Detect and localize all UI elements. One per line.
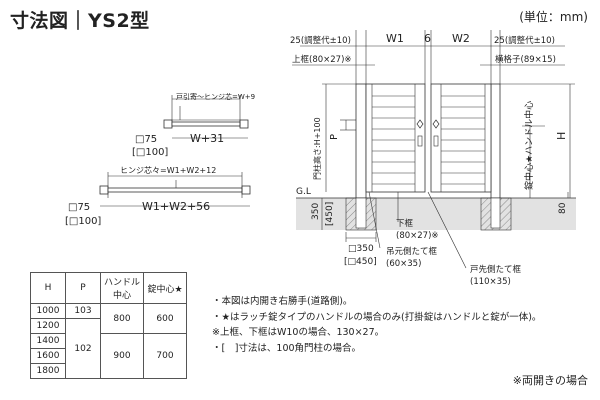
post-size-2-alt: [□100] <box>65 216 101 227</box>
w2-label: W2 <box>452 32 470 45</box>
footing-alt-label: [□450] <box>344 257 377 267</box>
note-line: ・本図は内開き右勝手(道路側)。 <box>212 296 353 307</box>
note-line: ・★はラッチ錠タイプのハンドルの場合のみ(打掛錠はハンドルと錠が一体)。 <box>212 311 542 323</box>
left-gate-leaf <box>365 83 426 193</box>
header-handle: ハンドル中心 <box>100 272 144 304</box>
post-section-1 <box>163 119 173 129</box>
gate-leaf-2 <box>107 187 243 193</box>
hinge-frame-label: 吊元側たて框 <box>386 246 438 257</box>
note-line: ※上框、下框はW10の場合、130×27。 <box>212 327 385 338</box>
gap-label: 6 <box>424 32 431 45</box>
unit-label: (単位：mm) <box>519 10 588 24</box>
header-lock: 錠中心★ <box>143 272 187 304</box>
footnote: ※両開きの場合 <box>512 374 588 387</box>
clearance-label: 80 <box>558 202 568 214</box>
hinge-pitch-label: ヒンジ芯々=W1+W2+12 <box>120 165 216 175</box>
elevation-drawing: W1 6 W2 25(調整代±10) 25(調整代±10) 上框(80×27)※… <box>290 30 576 287</box>
table-row: 1800 <box>30 363 187 379</box>
header-h: H <box>30 272 66 304</box>
table-row: 1000 103 800 600 <box>30 303 187 334</box>
gate-leaf-1 <box>171 121 241 127</box>
post-size-2: □75 <box>68 202 90 213</box>
post-height-label: 門柱高さ:H+100 <box>312 117 322 180</box>
h-label: H <box>555 132 568 140</box>
left-leaf-slats <box>372 95 415 185</box>
p-label: P <box>329 134 340 140</box>
footing-label: □350 <box>348 244 374 254</box>
handle-icon <box>432 119 440 129</box>
post-size-1: □75 <box>135 134 157 145</box>
adjust-right-label: 25(調整代±10) <box>494 35 555 46</box>
door-edge-frame-label: 戸先側たて框 <box>470 264 522 275</box>
hinge-frame-size: (60×35) <box>386 259 421 269</box>
adjust-left-label: 25(調整代±10) <box>290 35 351 46</box>
depth-alt-label: [450] <box>325 202 335 226</box>
plan-diagram-double: ヒンジ芯々=W1+W2+12 □75 [□100] W1+W2+56 <box>65 165 251 227</box>
handle-center-label: 錠中心★ハンドル中心 <box>523 101 535 190</box>
width-dim-2: W1+W2+56 <box>142 200 210 213</box>
handle-icon <box>416 119 424 129</box>
header-p: P <box>65 272 101 304</box>
door-edge-frame-size: (110×35) <box>470 277 511 287</box>
notes: ・本図は内開き右勝手(道路側)。 ・★はラッチ錠タイプのハンドルの場合のみ(打掛… <box>212 294 541 356</box>
gl-label: G.L <box>296 187 311 197</box>
bottom-frame-label: 下框 <box>396 218 414 229</box>
spec-table: H P ハンドル中心 錠中心★ 1000 103 800 600 1200 10… <box>30 272 187 379</box>
page-title: 寸法図｜YS2型 <box>10 10 150 32</box>
note-line: ・[ ]寸法は、100角門柱の場合。 <box>212 342 362 354</box>
right-leaf-slats <box>441 95 485 185</box>
depth-label: 350 <box>311 203 321 220</box>
ground <box>296 198 576 230</box>
top-frame-label: 上框(80×27)※ <box>292 54 352 65</box>
w1-label: W1 <box>386 32 404 45</box>
post-size-1-alt: [□100] <box>132 147 168 158</box>
table-row: 1400 900 700 <box>30 333 187 379</box>
slat-label: 横格子(89×15) <box>495 54 556 65</box>
right-gate-leaf <box>430 83 492 193</box>
plan-diagram-single: 戸引寄〜ヒンジ芯=W+9 □75 [□100] W+31 <box>132 92 255 158</box>
width-dim-1: W+31 <box>190 132 224 145</box>
hinge-to-pull-label: 戸引寄〜ヒンジ芯=W+9 <box>176 92 255 101</box>
bottom-frame-size: (80×27)※ <box>396 231 439 241</box>
